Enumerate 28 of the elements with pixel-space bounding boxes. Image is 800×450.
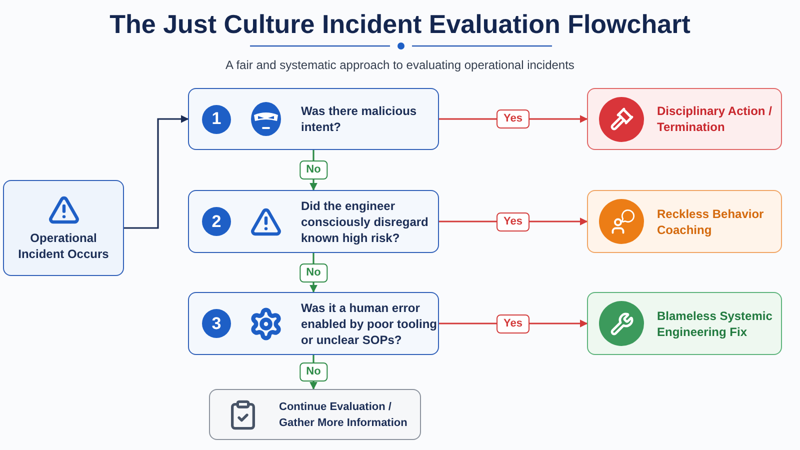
outcome-box — [587, 190, 782, 253]
edge-label: No — [299, 263, 328, 282]
edge-label: Yes — [496, 314, 530, 333]
step-number-badge: 1 — [202, 104, 231, 134]
outcome-box — [587, 88, 782, 150]
question-box — [188, 88, 439, 150]
outcome-text: Blameless Systemic Engineering Fix — [657, 308, 774, 340]
arrow — [124, 115, 189, 229]
edge-label: Yes — [496, 110, 530, 128]
subtitle: A fair and systematic approach to evaluating operational incidents — [226, 57, 574, 74]
outcome-box — [209, 389, 421, 440]
edge-label: No — [299, 160, 328, 180]
question-text: Was there malicious intent? — [301, 103, 418, 135]
outcome-text: Reckless Behavior Coaching — [657, 206, 765, 238]
step-number-badge: 3 — [202, 309, 231, 338]
outcome-box — [587, 292, 782, 355]
outcome-text: Disciplinary Action / Termination — [657, 103, 773, 135]
question-text: Did the engineer consciously disregard known high risk? — [301, 198, 430, 246]
question-text: Was it a human error enabled by poor tooling or unclear SOPs? — [301, 300, 438, 348]
question-box — [188, 190, 439, 253]
step-number-badge: 2 — [202, 207, 231, 236]
question-box — [188, 292, 439, 355]
outcome-text: Continue Evaluation / Gather More Information — [279, 400, 408, 430]
edge-label: No — [299, 362, 328, 382]
edge-label: Yes — [496, 212, 530, 231]
title: The Just Culture Incident Evaluation Flowchart — [110, 8, 690, 41]
start-text: Operational Incident Occurs — [17, 230, 110, 262]
start-box — [3, 180, 124, 276]
